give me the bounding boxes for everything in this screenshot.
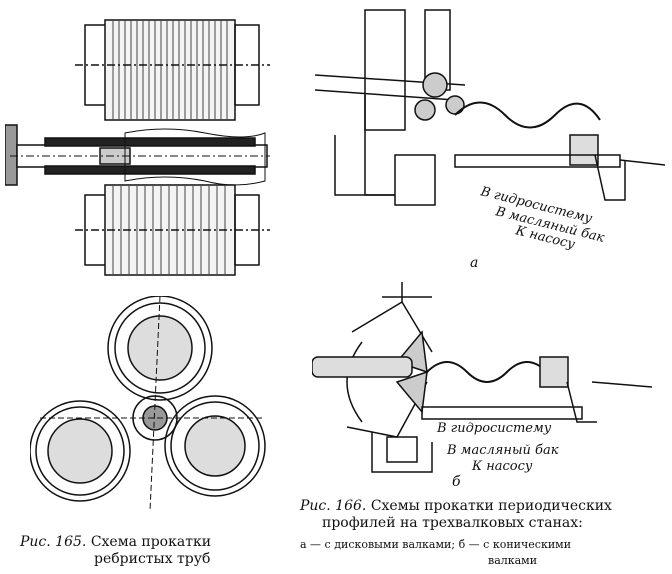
fig166b-diagram: В гидросистему В масляный бак К насосу б xyxy=(312,272,670,487)
fig166b-letter: б xyxy=(452,474,461,487)
fig165-caption-line1: Схема прокатки xyxy=(90,534,212,550)
fig166-legend-line2-wrap: валками xyxy=(488,554,537,567)
fig166-caption-line2-wrap: профилей на трехвалковых станах: xyxy=(322,515,583,531)
fig165-three-rolls xyxy=(30,296,270,516)
fig166-legend-line2: валками xyxy=(488,554,538,567)
lower-roll xyxy=(75,184,270,276)
fig165-side-view xyxy=(5,5,275,285)
fig166a-diagram: В гидросистему В масляный бак К насосу а xyxy=(305,5,670,270)
fig165-caption-line2: ребристых труб xyxy=(94,551,211,567)
fig165-caption: Рис. 165. Схема прокатки xyxy=(20,534,211,550)
fig166b-label-oil: В масляный бак xyxy=(446,443,559,458)
fig166-caption-line1-wrap: Рис. 166. Схемы прокатки периодических xyxy=(300,498,612,514)
fig166-caption-line1: Схемы прокатки периодических xyxy=(370,498,612,514)
fig166a-letter: а xyxy=(470,255,478,270)
fig166-legend-line1: а — с дисковыми валками; б — с конически… xyxy=(300,538,572,551)
fig166b-label-pump: К насосу xyxy=(471,459,533,474)
tube-mandrel xyxy=(5,124,270,186)
upper-roll xyxy=(75,19,270,121)
fig165-caption-line2-wrap: ребристых труб xyxy=(94,551,210,567)
fig166b-labels: В гидросистему В масляный бак К насосу б xyxy=(436,421,559,487)
fig165-caption-num: Рис. 165. xyxy=(20,534,87,550)
fig166a-labels: В гидросистему В масляный бак К насосу а xyxy=(470,184,606,270)
fig166-caption-line2: профилей на трехвалковых станах: xyxy=(322,515,583,531)
fig166-legend-line1-wrap: а — с дисковыми валками; б — с конически… xyxy=(300,538,571,551)
fig166-caption-num: Рис. 166. xyxy=(300,498,367,514)
fig166b-label-hydro: В гидросистему xyxy=(436,421,552,436)
